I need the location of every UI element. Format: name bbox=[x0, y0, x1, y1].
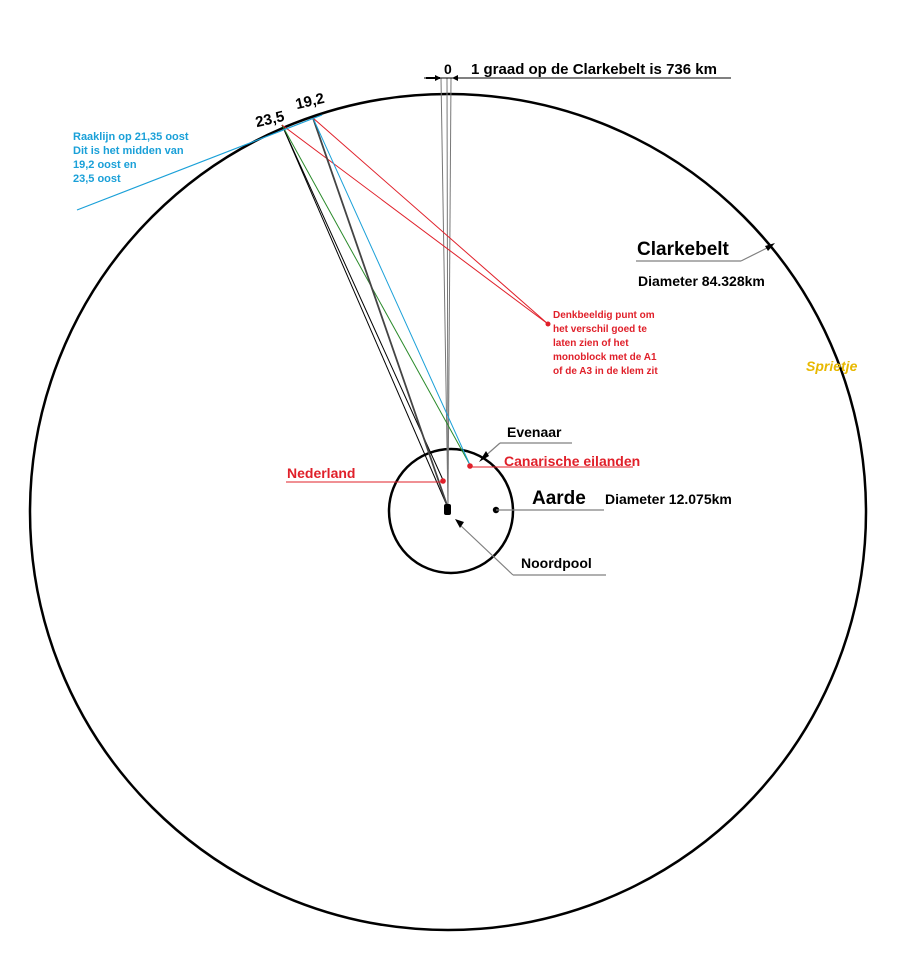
earth-title: Aarde bbox=[532, 488, 586, 509]
imaginary-point-note: Denkbeeldig punt om het verschil goed te… bbox=[553, 310, 658, 377]
sat-23-5-to-canary-line bbox=[281, 124, 471, 466]
clarkebelt-arrowhead bbox=[765, 243, 775, 251]
tangent-note-line: 19,2 oost en bbox=[73, 159, 137, 171]
degree-marker-arrowhead bbox=[435, 75, 441, 81]
position-23-5-label: 23,5 bbox=[254, 108, 286, 131]
equator-arrowhead bbox=[479, 451, 489, 462]
degree-marker-arrowhead bbox=[452, 75, 458, 81]
zero-meridian-line bbox=[440, 77, 449, 509]
canary-islands-label: Canarische eilanden bbox=[504, 453, 640, 469]
zero-meridian-line bbox=[446, 77, 449, 509]
north-pole-leader-line bbox=[458, 523, 514, 576]
clarkebelt-leader-line bbox=[740, 245, 772, 262]
tangent-line bbox=[76, 114, 323, 211]
sat-23-5-to-imaginary-line bbox=[281, 124, 549, 325]
clarkebelt-circle bbox=[28, 92, 868, 932]
north-pole-arrowhead bbox=[455, 519, 464, 528]
imaginary-note-line: of de A3 in de klem zit bbox=[553, 366, 658, 377]
equator-label: Evenaar bbox=[507, 424, 562, 440]
imaginary-note-line: monoblock met de A1 bbox=[553, 352, 657, 363]
netherlands-point bbox=[440, 478, 446, 484]
tangent-note-line: Raaklijn op 21,35 oost bbox=[73, 131, 189, 143]
north-pole-label: Noordpool bbox=[521, 555, 592, 571]
degree-zero-label: 0 bbox=[444, 61, 452, 77]
canary-point bbox=[467, 463, 473, 469]
netherlands-label: Nederland bbox=[287, 465, 355, 481]
imaginary-note-line: laten zien of het bbox=[553, 338, 629, 349]
north-pole-marker bbox=[444, 504, 451, 515]
earth-diameter: Diameter 12.075km bbox=[605, 491, 732, 507]
tangent-note-line: 23,5 oost bbox=[73, 173, 121, 185]
imaginary-note-line: het verschil goed te bbox=[553, 324, 647, 335]
position-19-2-label: 19,2 bbox=[294, 90, 326, 113]
zero-meridian-line bbox=[447, 77, 452, 509]
imaginary-note-line: Denkbeeldig punt om bbox=[553, 310, 655, 321]
tangent-note: Raaklijn op 21,35 oost Dit is het midden… bbox=[73, 131, 189, 185]
author-signature: Sprietje bbox=[806, 358, 858, 374]
imaginary-point bbox=[545, 321, 551, 327]
sat-23-5-to-pole-line bbox=[281, 124, 449, 509]
sat-19-2-to-imaginary-line bbox=[312, 117, 549, 325]
clarkebelt-title: Clarkebelt bbox=[637, 239, 730, 260]
degree-note-label: 1 graad op de Clarkebelt is 736 km bbox=[471, 61, 717, 78]
clarkebelt-diameter: Diameter 84.328km bbox=[638, 273, 765, 289]
sat-23-5-to-netherlands-line bbox=[281, 124, 444, 481]
sat-19-2-to-canary-line bbox=[312, 117, 471, 466]
sat-19-2-to-pole-line bbox=[312, 117, 449, 509]
earth-circle bbox=[387, 447, 515, 575]
tangent-note-line: Dit is het midden van bbox=[73, 145, 184, 157]
